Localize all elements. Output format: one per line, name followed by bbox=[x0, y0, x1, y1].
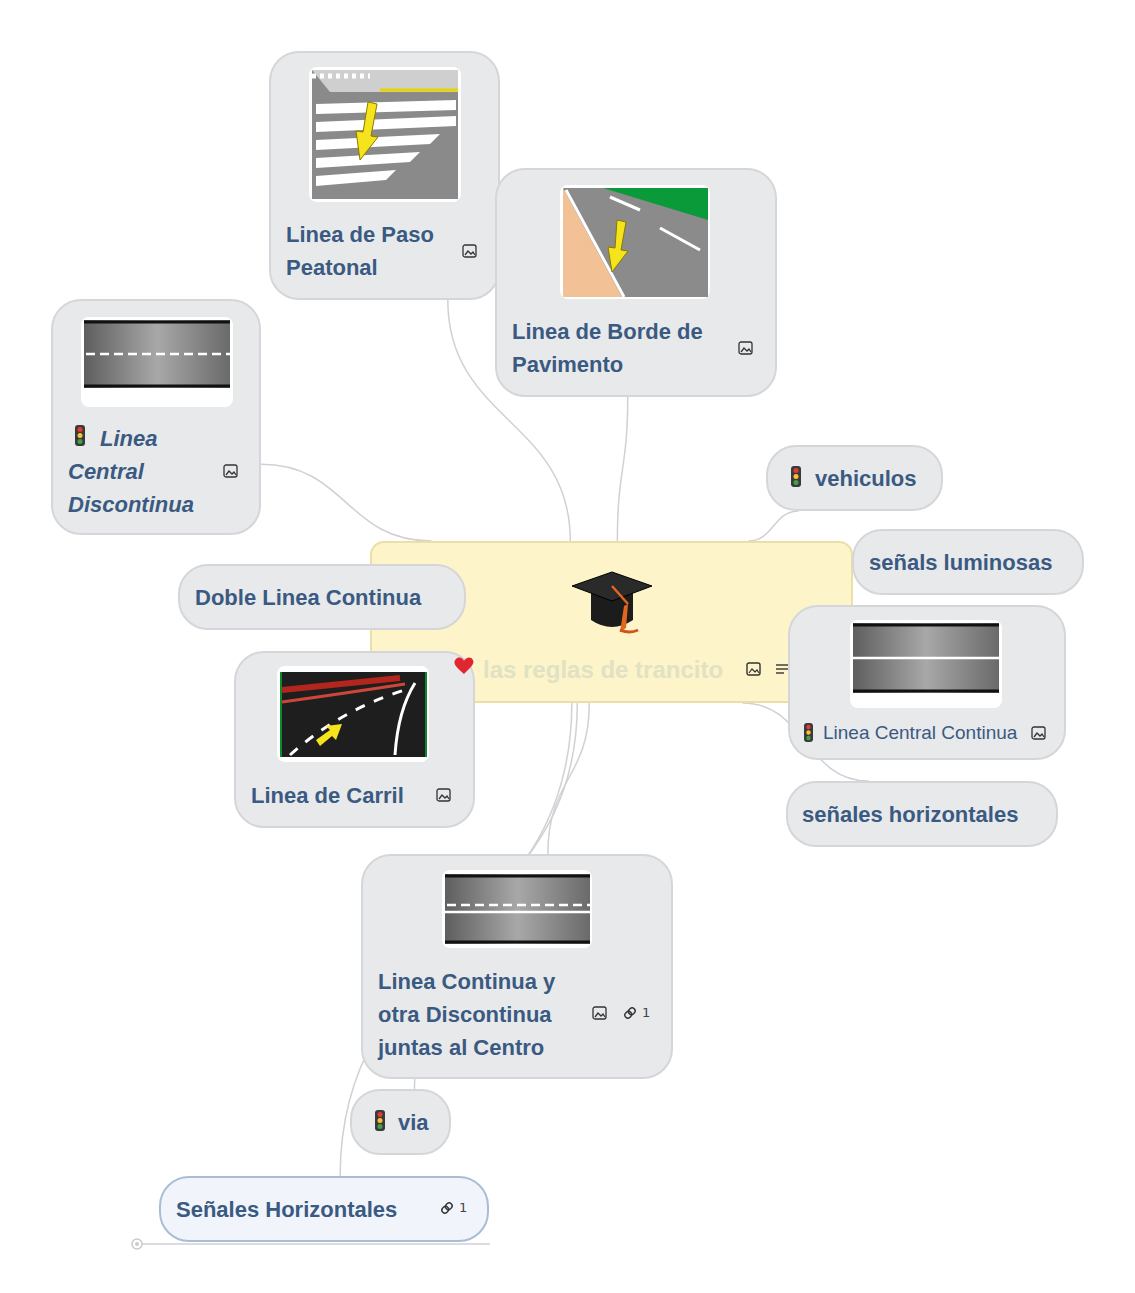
topic-label: señals luminosas bbox=[869, 546, 1052, 579]
topic-label: Linea de Paso Peatonal bbox=[286, 218, 464, 284]
topic-bubble: Linea de Borde de Pavimento bbox=[495, 168, 777, 397]
topic-label: Linea Continua y otra Discontinua juntas… bbox=[378, 965, 590, 1064]
solid-centerline-picture bbox=[850, 620, 1002, 708]
pavement-edge-picture bbox=[560, 185, 710, 299]
branch-connector bbox=[748, 511, 799, 541]
topic-bubble: Señales Horizontales 1 bbox=[159, 1176, 489, 1242]
traffic-light-icon bbox=[75, 425, 813, 1131]
heart-icon bbox=[454, 657, 473, 674]
notes-icon bbox=[776, 665, 788, 673]
branch-connector bbox=[548, 703, 589, 854]
dashed-centerline-picture bbox=[81, 317, 233, 407]
topic-label: Linea de Borde de Pavimento bbox=[512, 315, 737, 381]
topic-label: via bbox=[398, 1106, 429, 1139]
double-mixed-line-picture bbox=[442, 870, 592, 948]
lane-line-picture bbox=[277, 666, 429, 762]
topic-label: vehiculos bbox=[815, 462, 916, 495]
topic-bubble: Doble Linea Continua bbox=[178, 564, 466, 630]
crosswalk-picture bbox=[309, 67, 461, 202]
topic-label: Linea Central Discontinua bbox=[68, 422, 220, 521]
topic-bubble: Linea Continua y otra Discontinua juntas… bbox=[361, 854, 673, 1079]
topic-label: Señales Horizontales bbox=[176, 1193, 397, 1226]
leader-line bbox=[132, 1239, 490, 1249]
image-icon bbox=[747, 663, 760, 675]
branch-connector bbox=[261, 464, 432, 541]
topic-bubble: Linea Central Discontinua bbox=[51, 299, 261, 535]
topic-bubble: Linea de Carril bbox=[234, 651, 475, 828]
branch-connector bbox=[617, 397, 627, 541]
link-count: 1 bbox=[459, 1200, 467, 1216]
image-icon bbox=[224, 245, 1045, 1019]
topic-label: las reglas de trancito bbox=[483, 655, 723, 685]
topic-bubble: vehiculos bbox=[766, 445, 943, 511]
topic-bubble: Linea de Paso Peatonal bbox=[269, 51, 500, 300]
topic-bubble: via bbox=[350, 1089, 451, 1155]
topic-label: Linea Central Continua bbox=[823, 721, 1017, 745]
link-icon bbox=[441, 1007, 637, 1215]
link-count: 1 bbox=[642, 1005, 650, 1021]
topic-bubble: señales horizontales bbox=[786, 781, 1058, 847]
topic-bubble: Linea Central Continua bbox=[788, 605, 1066, 760]
topic-label: Doble Linea Continua bbox=[195, 581, 421, 614]
graduation-cap bbox=[572, 572, 652, 632]
topic-label: señales horizontales bbox=[802, 798, 1018, 831]
topic-bubble: señals luminosas bbox=[852, 529, 1084, 595]
topic-label: Linea de Carril bbox=[251, 779, 404, 812]
